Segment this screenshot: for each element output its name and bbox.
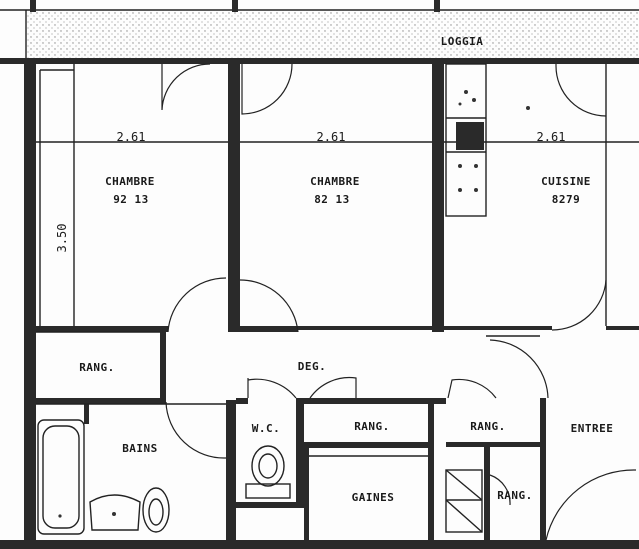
cuisine-name: CUISINE <box>541 175 591 188</box>
rang-mid-label: RANG. <box>354 420 390 433</box>
stove-icon <box>458 164 478 192</box>
rang-left-label: RANG. <box>79 361 115 374</box>
loggia-area <box>0 0 639 58</box>
door-chambre-mid-loggia <box>241 63 293 115</box>
door-chambre-left-loggia <box>161 63 211 111</box>
deg-label: DEG. <box>298 360 327 373</box>
door-rang-right <box>447 378 497 399</box>
door-chambre-mid <box>239 279 299 333</box>
bath-fixtures <box>37 419 170 535</box>
door-wc <box>247 378 297 399</box>
labels: LOGGIA 2.61 2.61 2.61 3.50 CHAMBRE 92 13… <box>55 35 613 504</box>
door-entrance-main <box>545 469 637 541</box>
door-entree <box>489 339 549 399</box>
door-rang-mid <box>309 376 357 399</box>
loggia-label: LOGGIA <box>441 35 484 48</box>
door-cuisine <box>551 279 607 331</box>
thin-lines <box>36 64 639 457</box>
door-chambre-left <box>167 277 227 333</box>
chambre-mid-name: CHAMBRE <box>310 175 360 188</box>
chambre-mid-area: 82 13 <box>314 193 350 206</box>
bathtub-icon <box>37 419 85 535</box>
entree-label: ENTREE <box>571 422 614 435</box>
utility-fixtures <box>445 469 483 533</box>
bains-label: BAINS <box>122 442 158 455</box>
dim-depth-left: 3.50 <box>55 224 69 253</box>
wc-label: W.C. <box>252 422 281 435</box>
cuisine-area: 8279 <box>552 193 581 206</box>
door-bains <box>165 401 227 459</box>
dim-width-right: 2.61 <box>537 130 566 144</box>
washbasin-icon <box>89 494 141 531</box>
chambre-left-name: CHAMBRE <box>105 175 155 188</box>
interior-walls <box>36 64 639 540</box>
kitchen-fixtures <box>445 63 530 217</box>
meter-box-icon <box>445 469 483 533</box>
door-cuisine-loggia <box>555 64 607 117</box>
rang-small-label: RANG. <box>497 489 533 502</box>
bidet-icon <box>142 487 170 533</box>
outer-walls <box>0 58 639 549</box>
sink-icon <box>456 122 484 150</box>
doors <box>161 63 637 541</box>
gaines-label: GAINES <box>352 491 395 504</box>
rang-right-label: RANG. <box>470 420 506 433</box>
toilet-icon <box>245 445 291 499</box>
dim-width-left: 2.61 <box>117 130 146 144</box>
door-rang-small <box>489 474 511 506</box>
chambre-left-area: 92 13 <box>113 193 149 206</box>
dim-width-mid: 2.61 <box>317 130 346 144</box>
